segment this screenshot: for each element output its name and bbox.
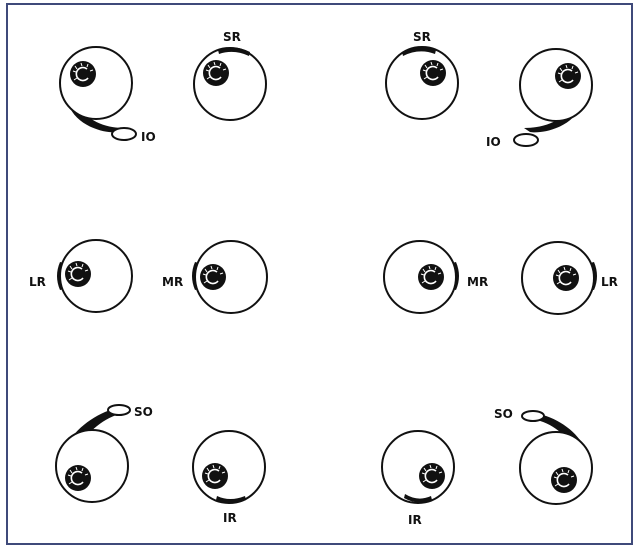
label-sr-right: SR [413, 30, 431, 44]
label-so-left: SO [134, 405, 153, 419]
eye-so-left [56, 405, 130, 502]
eye-lr-left [57, 240, 132, 312]
eye-sr-right [386, 47, 458, 119]
eye-so-right [520, 411, 592, 504]
label-io-left: IO [141, 130, 156, 144]
label-mr-right: MR [467, 275, 488, 289]
label-so-right: SO [494, 407, 513, 421]
eye-lr-right [522, 242, 597, 314]
label-sr-left: SR [223, 30, 241, 44]
label-lr-left: LR [29, 275, 46, 289]
eye-ir-left [193, 431, 265, 504]
label-mr-left: MR [162, 275, 183, 289]
eye-io-left [60, 47, 136, 140]
eye-ir-right [382, 431, 454, 503]
eye-mr-left [192, 241, 267, 313]
eye-mr-right [384, 241, 459, 313]
label-ir-right: IR [408, 513, 422, 527]
label-lr-right: LR [601, 275, 618, 289]
label-io-right: IO [486, 135, 501, 149]
eye-io-right [514, 49, 592, 146]
label-ir-left: IR [223, 511, 237, 525]
eye-sr-left [194, 47, 266, 120]
